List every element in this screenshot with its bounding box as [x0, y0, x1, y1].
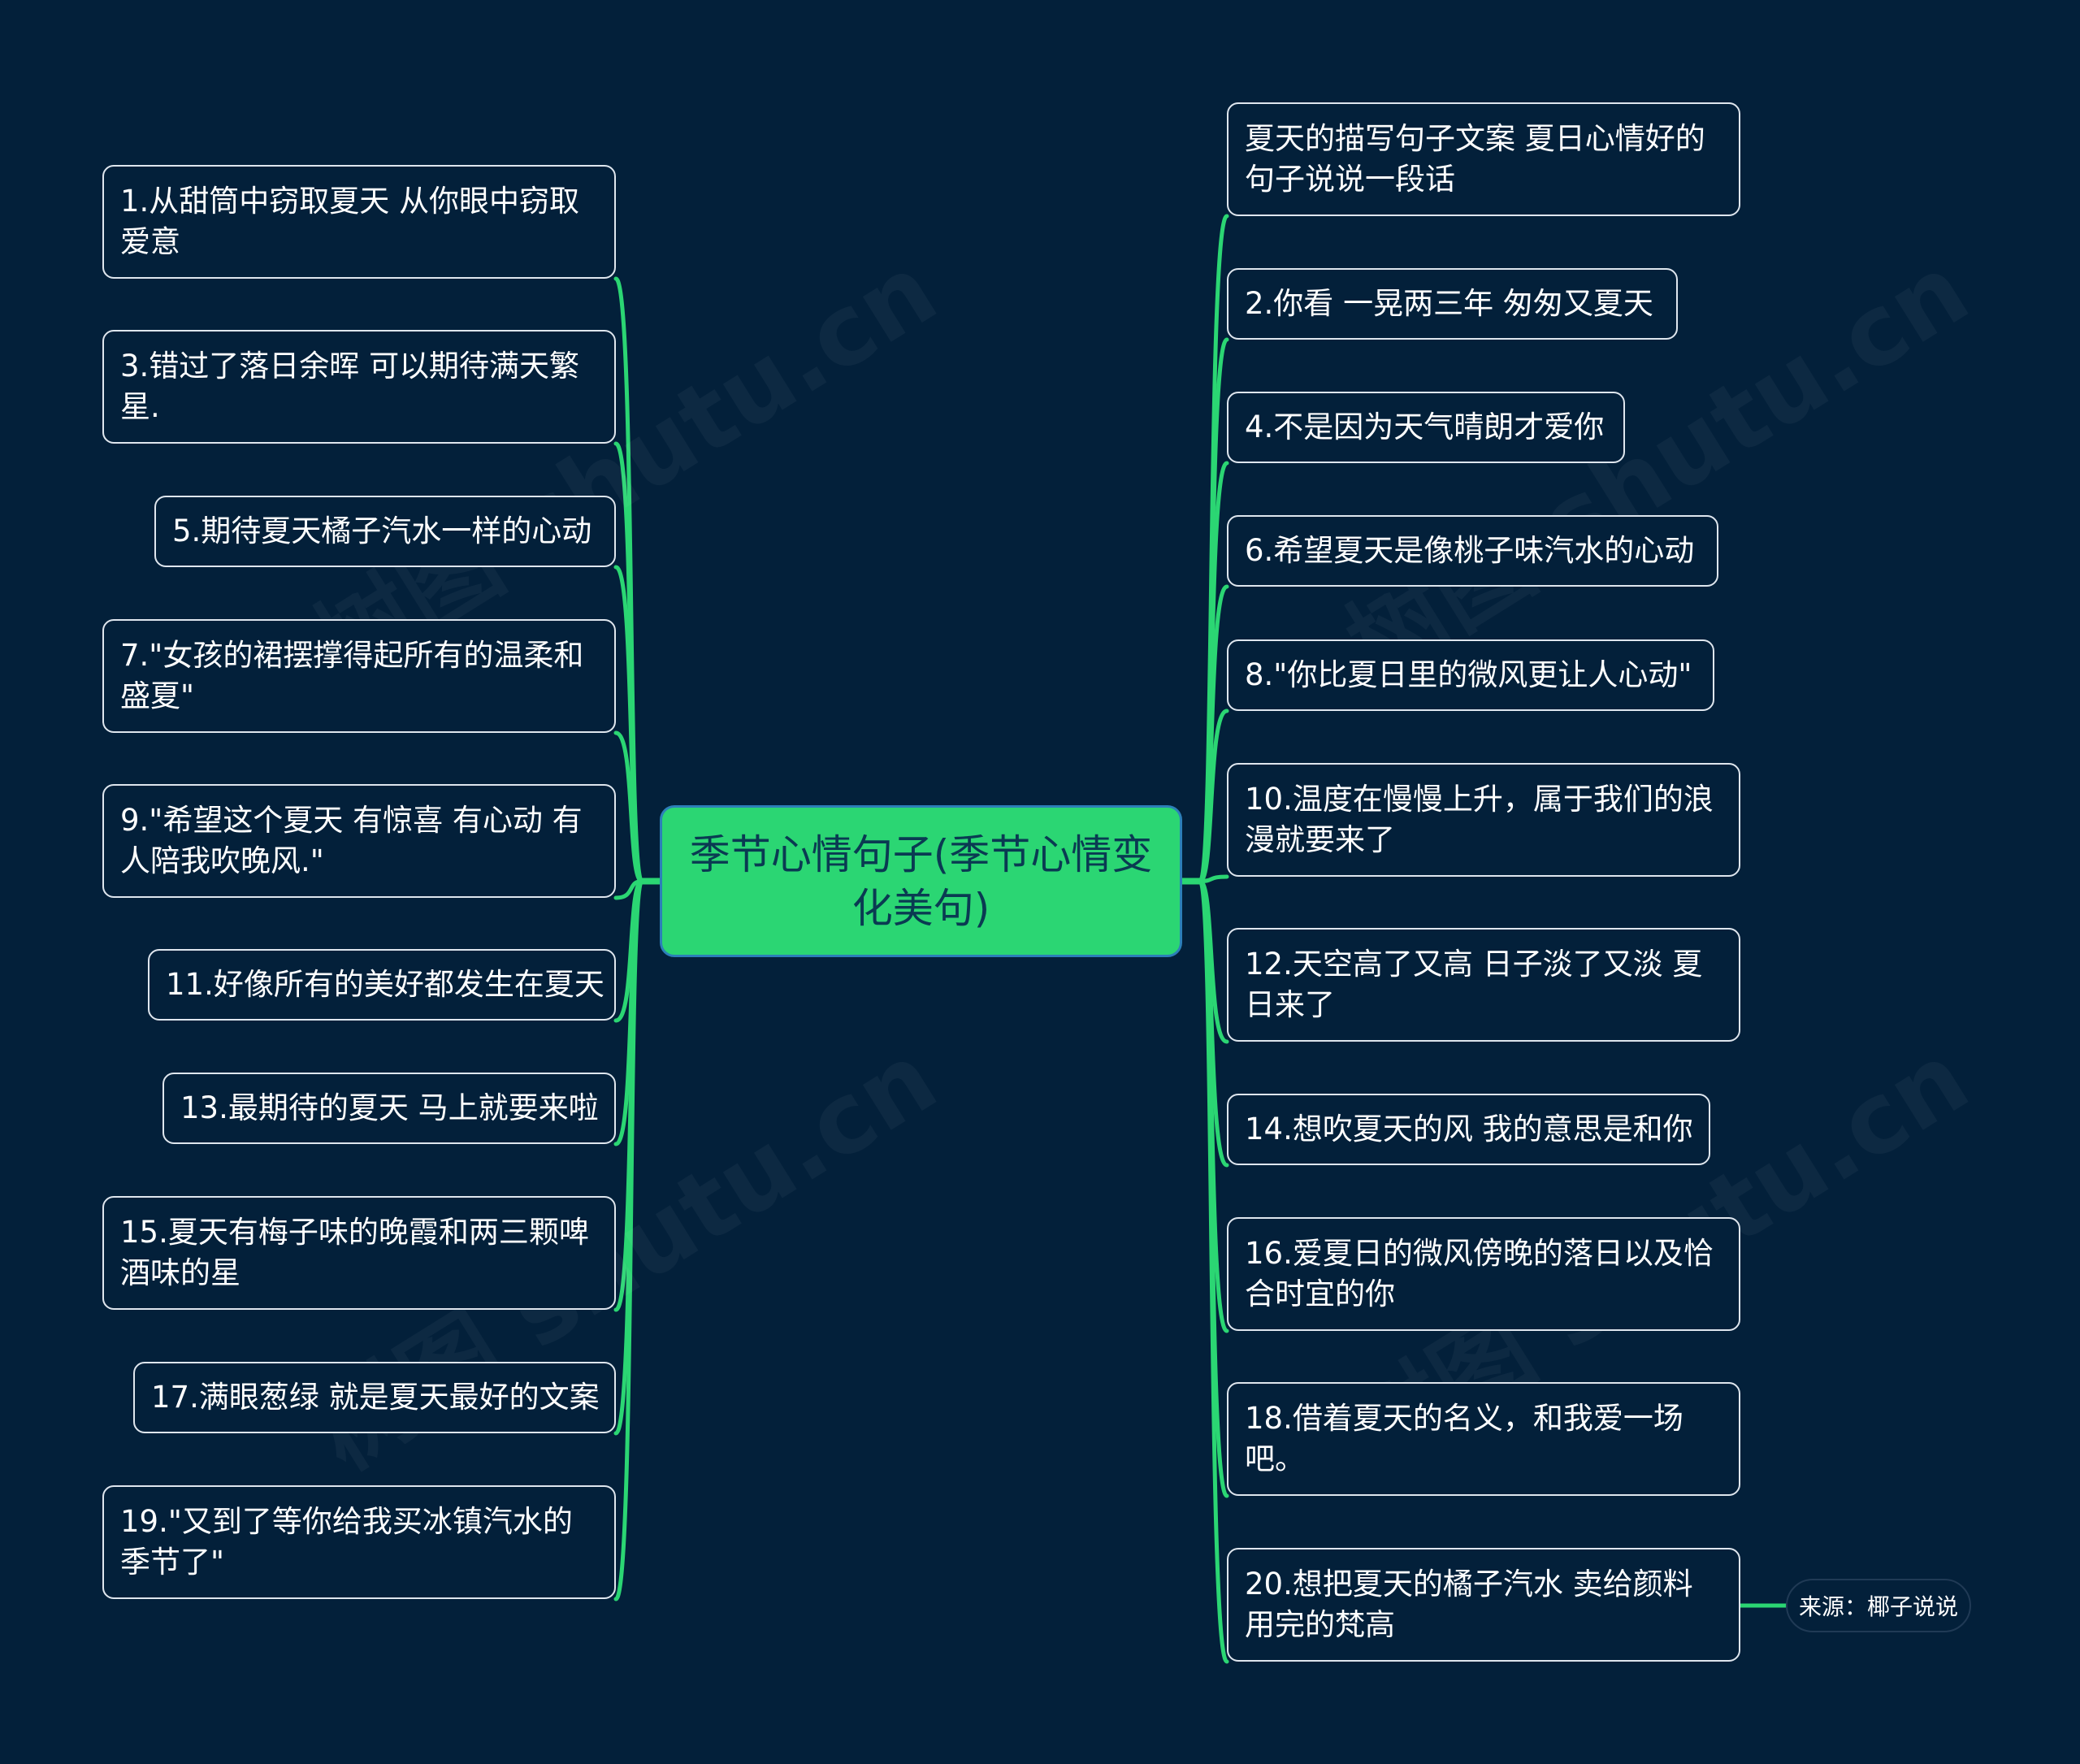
topic-node-right-10[interactable]: 10.温度在慢慢上升，属于我们的浪漫就要来了	[1227, 763, 1740, 877]
topic-node-left-5[interactable]: 5.期待夏天橘子汽水一样的心动	[154, 496, 616, 567]
topic-node-right-20[interactable]: 20.想把夏天的橘子汽水 卖给颜料用完的梵高	[1227, 1548, 1740, 1662]
central-topic[interactable]: 季节心情句子(季节心情变化美句)	[660, 805, 1182, 957]
topic-node-left-7[interactable]: 7."女孩的裙摆撑得起所有的温柔和盛夏"	[102, 619, 616, 733]
topic-node-right-4[interactable]: 4.不是因为天气晴朗才爱你	[1227, 392, 1625, 463]
topic-node-label: 7."女孩的裙摆撑得起所有的温柔和盛夏"	[120, 638, 584, 713]
topic-node-left-17[interactable]: 17.满眼葱绿 就是夏天最好的文案	[133, 1362, 616, 1433]
topic-node-label: 5.期待夏天橘子汽水一样的心动	[172, 514, 592, 548]
topic-node-label: 9."希望这个夏天 有惊喜 有心动 有人陪我吹晚风."	[120, 803, 583, 878]
source-label: 来源：椰子说说	[1798, 1593, 1958, 1620]
topic-node-left-3[interactable]: 3.错过了落日余晖 可以期待满天繁星.	[102, 330, 616, 444]
topic-node-left-1[interactable]: 1.从甜筒中窃取夏天 从你眼中窃取爱意	[102, 165, 616, 279]
topic-node-right-6[interactable]: 6.希望夏天是像桃子味汽水的心动	[1227, 515, 1718, 587]
topic-node-left-11[interactable]: 11.好像所有的美好都发生在夏天	[148, 949, 616, 1021]
topic-node-label: 3.错过了落日余晖 可以期待满天繁星.	[120, 349, 580, 424]
branch-link-right	[1198, 709, 1229, 883]
topic-node-right-14[interactable]: 14.想吹夏天的风 我的意思是和你	[1227, 1094, 1710, 1165]
topic-node-label: 2.你看 一晃两三年 匆匆又夏天	[1245, 286, 1653, 321]
topic-node-label: 4.不是因为天气晴朗才爱你	[1245, 410, 1605, 444]
topic-node-label: 15.夏天有梅子味的晚霞和两三颗啤酒味的星	[120, 1215, 589, 1290]
topic-node-label: 13.最期待的夏天 马上就要来啦	[180, 1090, 599, 1125]
topic-node-label: 20.想把夏天的橘子汽水 卖给颜料用完的梵高	[1245, 1567, 1693, 1642]
topic-node-right-16[interactable]: 16.爱夏日的微风傍晚的落日以及恰合时宜的你	[1227, 1217, 1740, 1331]
topic-node-left-15[interactable]: 15.夏天有梅子味的晚霞和两三颗啤酒味的星	[102, 1196, 616, 1310]
topic-node-left-9[interactable]: 9."希望这个夏天 有惊喜 有心动 有人陪我吹晚风."	[102, 784, 616, 898]
topic-node-label: 6.希望夏天是像桃子味汽水的心动	[1245, 533, 1695, 568]
topic-node-label: 11.好像所有的美好都发生在夏天	[166, 967, 604, 1002]
topic-node-left-19[interactable]: 19."又到了等你给我买冰镇汽水的季节了"	[102, 1485, 616, 1599]
topic-node-label: 16.爱夏日的微风傍晚的落日以及恰合时宜的你	[1245, 1236, 1714, 1311]
topic-node-left-13[interactable]: 13.最期待的夏天 马上就要来啦	[162, 1073, 616, 1144]
topic-node-label: 19."又到了等你给我买冰镇汽水的季节了"	[120, 1504, 573, 1580]
topic-node-label: 18.借着夏天的名义，和我爱一场吧。	[1245, 1401, 1684, 1476]
topic-node-label: 17.满眼葱绿 就是夏天最好的文案	[151, 1380, 600, 1415]
central-topic-label: 季节心情句子(季节心情变化美句)	[689, 830, 1153, 932]
topic-node-label: 夏天的描写句子文案 夏日心情好的句子说说一段话	[1245, 121, 1705, 197]
branch-link-right	[1198, 879, 1229, 1664]
topic-node-right-8[interactable]: 8."你比夏日里的微风更让人心动"	[1227, 639, 1714, 711]
topic-node-right-2[interactable]: 2.你看 一晃两三年 匆匆又夏天	[1227, 268, 1678, 340]
topic-node-label: 8."你比夏日里的微风更让人心动"	[1245, 657, 1692, 692]
topic-node-right-12[interactable]: 12.天空高了又高 日子淡了又淡 夏日来了	[1227, 928, 1740, 1042]
topic-node-label: 1.从甜筒中窃取夏天 从你眼中窃取爱意	[120, 184, 580, 259]
topic-node-right-title[interactable]: 夏天的描写句子文案 夏日心情好的句子说说一段话	[1227, 102, 1740, 216]
topic-node-label: 10.温度在慢慢上升，属于我们的浪漫就要来了	[1245, 782, 1714, 857]
topic-node-label: 14.想吹夏天的风 我的意思是和你	[1245, 1112, 1693, 1146]
source-note[interactable]: 来源：椰子说说	[1786, 1579, 1971, 1632]
branch-link-left	[613, 730, 644, 883]
topic-node-label: 12.天空高了又高 日子淡了又淡 夏日来了	[1245, 947, 1703, 1022]
topic-node-right-18[interactable]: 18.借着夏天的名义，和我爱一场吧。	[1227, 1382, 1740, 1496]
branch-link-left	[613, 879, 644, 1601]
